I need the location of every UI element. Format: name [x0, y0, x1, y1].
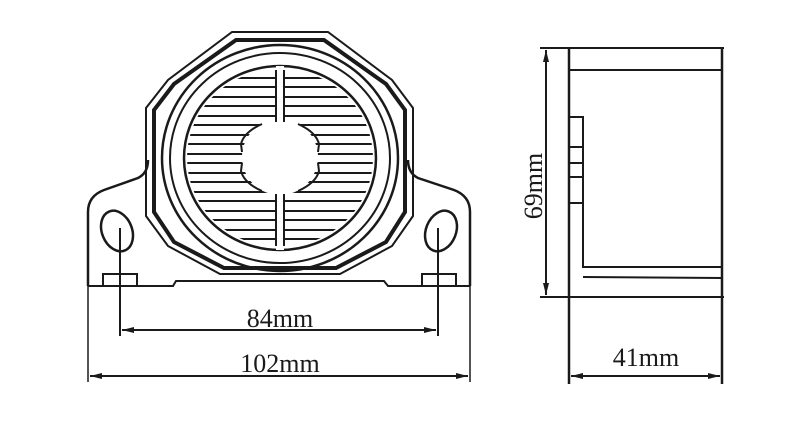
- housing-inner: [152, 38, 407, 270]
- dimension-label-102: 102mm: [240, 349, 319, 378]
- speaker-grille: [187, 66, 373, 250]
- dimension-102mm: 102mm: [90, 349, 468, 379]
- front-view: [86, 31, 472, 382]
- side-base-line: [582, 276, 723, 279]
- center-hub: [242, 119, 318, 195]
- dimension-label-41: 41mm: [613, 343, 679, 372]
- mount-hole-left: [99, 209, 135, 253]
- base-line: [88, 280, 470, 287]
- side-connector: [569, 116, 722, 268]
- dimension-41mm: 41mm: [571, 343, 720, 379]
- dimension-69mm: 69mm: [519, 50, 549, 295]
- dimension-84mm: 84mm: [122, 304, 436, 333]
- ring-middle: [169, 52, 391, 264]
- ring-outer: [160, 43, 400, 273]
- side-view: [540, 47, 724, 384]
- mount-hole-right: [423, 209, 459, 253]
- dimension-label-84: 84mm: [247, 304, 313, 333]
- housing-outer: [145, 31, 414, 275]
- dimension-label-69: 69mm: [519, 153, 548, 219]
